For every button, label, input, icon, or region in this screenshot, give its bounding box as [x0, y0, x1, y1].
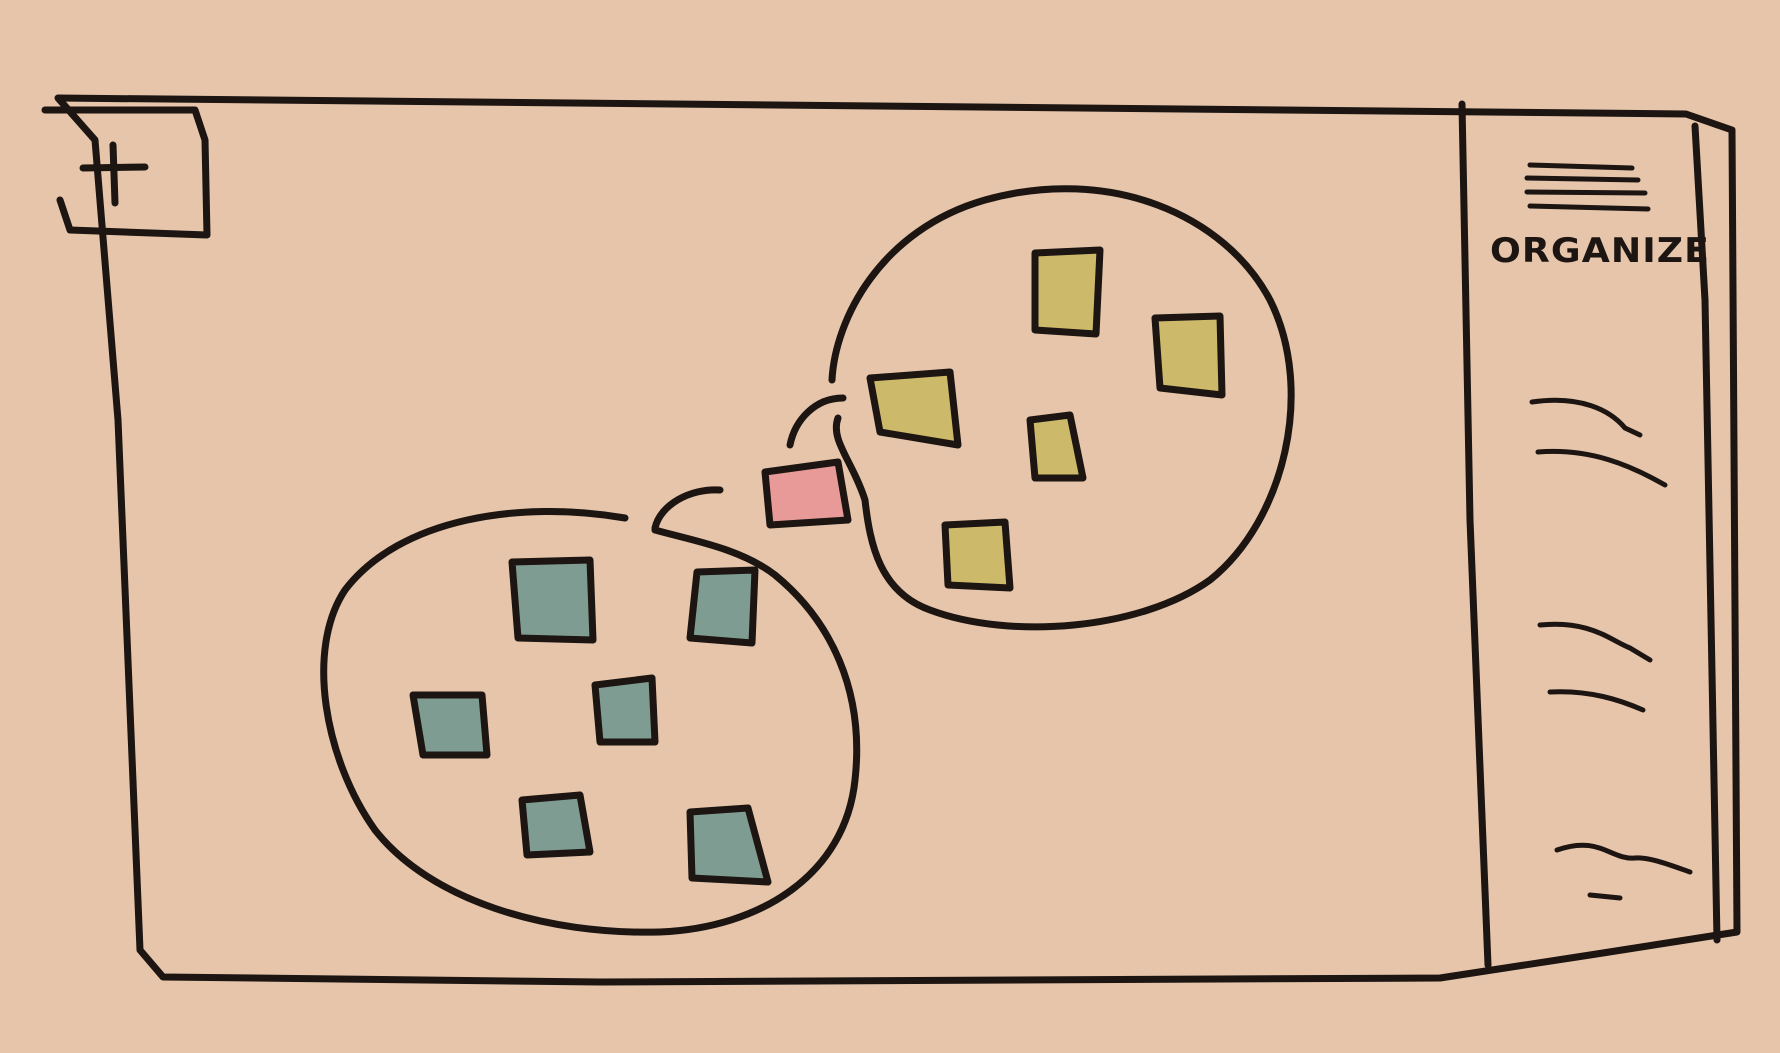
pink-note[interactable]: [761, 458, 852, 529]
teal-note[interactable]: [686, 566, 759, 647]
sidebar-inner-border: [1691, 122, 1721, 944]
teal-note[interactable]: [518, 791, 594, 859]
window-frame: [54, 94, 1741, 986]
teal-note[interactable]: [686, 804, 772, 886]
teal-note[interactable]: [508, 556, 597, 644]
add-button-frame: [41, 106, 211, 239]
yellow-cluster[interactable]: [828, 185, 1295, 631]
connector-yellow: [786, 394, 847, 449]
teal-note[interactable]: [409, 691, 491, 759]
yellow-note[interactable]: [1151, 312, 1226, 399]
teal-cluster-outline: [320, 508, 861, 936]
yellow-note[interactable]: [941, 518, 1014, 592]
sidebar-item-1[interactable]: [1529, 397, 1668, 488]
yellow-cluster-outline: [828, 185, 1295, 631]
sidebar-item-2[interactable]: [1537, 621, 1653, 713]
yellow-note[interactable]: [866, 368, 962, 449]
sidebar-item-3[interactable]: [1554, 842, 1693, 901]
sidebar-divider: [1458, 100, 1492, 969]
yellow-note[interactable]: [1031, 246, 1104, 338]
hamburger-menu-icon[interactable]: [1524, 162, 1651, 212]
yellow-note[interactable]: [1026, 411, 1087, 482]
connector-teal: [651, 486, 724, 532]
sidebar-title: ORGANIZE: [1490, 231, 1710, 271]
teal-cluster[interactable]: [320, 508, 861, 936]
add-button[interactable]: [41, 106, 211, 239]
plus-icon: [79, 141, 149, 207]
teal-note[interactable]: [591, 674, 659, 746]
